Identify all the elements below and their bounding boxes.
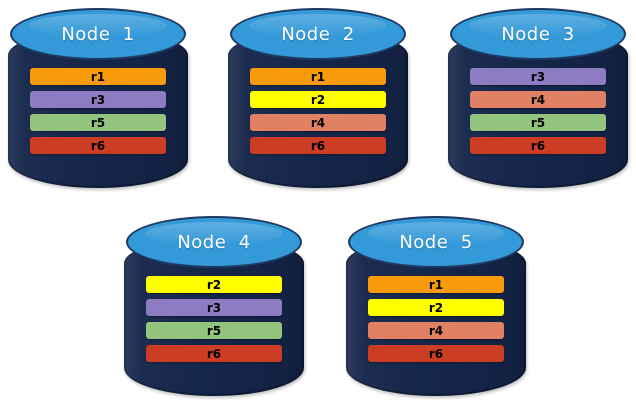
node-label: Node 1 <box>61 23 135 45</box>
node-label: Node 5 <box>399 231 473 253</box>
replica-bar[interactable]: r4 <box>250 114 386 131</box>
replica-bar[interactable]: r3 <box>146 299 282 316</box>
replica-list: r1 r2 r4 r6 <box>250 68 386 154</box>
replica-list: r1 r2 r4 r6 <box>368 276 504 362</box>
cylinder-body <box>448 30 628 188</box>
database-node-1[interactable]: Node 1 r1 r3 r5 r6 <box>8 6 188 192</box>
replica-list: r1 r3 r5 r6 <box>30 68 166 154</box>
replica-bar[interactable]: r6 <box>30 137 166 154</box>
cylinder-top-disc: Node 2 <box>230 8 406 60</box>
replica-bar[interactable]: r2 <box>250 91 386 108</box>
replica-bar[interactable]: r3 <box>30 91 166 108</box>
replica-bar[interactable]: r4 <box>470 91 606 108</box>
replica-bar[interactable]: r1 <box>30 68 166 85</box>
cylinder-top-disc: Node 5 <box>348 216 524 268</box>
replica-bar[interactable]: r1 <box>368 276 504 293</box>
replica-bar[interactable]: r6 <box>146 345 282 362</box>
cylinder-top-disc: Node 1 <box>10 8 186 60</box>
database-node-3[interactable]: Node 3 r3 r4 r5 r6 <box>448 6 628 192</box>
replica-bar[interactable]: r2 <box>146 276 282 293</box>
node-label: Node 3 <box>501 23 575 45</box>
replica-bar[interactable]: r3 <box>470 68 606 85</box>
replica-list: r3 r4 r5 r6 <box>470 68 606 154</box>
cylinder-top-disc: Node 3 <box>450 8 626 60</box>
database-node-4[interactable]: Node 4 r2 r3 r5 r6 <box>124 214 304 400</box>
database-node-5[interactable]: Node 5 r1 r2 r4 r6 <box>346 214 526 400</box>
database-node-2[interactable]: Node 2 r1 r2 r4 r6 <box>228 6 408 192</box>
replica-bar[interactable]: r6 <box>368 345 504 362</box>
replica-list: r2 r3 r5 r6 <box>146 276 282 362</box>
replica-bar[interactable]: r5 <box>470 114 606 131</box>
replica-bar[interactable]: r1 <box>250 68 386 85</box>
node-label: Node 2 <box>281 23 355 45</box>
replica-bar[interactable]: r5 <box>30 114 166 131</box>
replica-bar[interactable]: r6 <box>250 137 386 154</box>
replica-bar[interactable]: r5 <box>146 322 282 339</box>
replica-bar[interactable]: r6 <box>470 137 606 154</box>
replica-bar[interactable]: r2 <box>368 299 504 316</box>
cylinder-top-disc: Node 4 <box>126 216 302 268</box>
replica-bar[interactable]: r4 <box>368 322 504 339</box>
node-label: Node 4 <box>177 231 251 253</box>
